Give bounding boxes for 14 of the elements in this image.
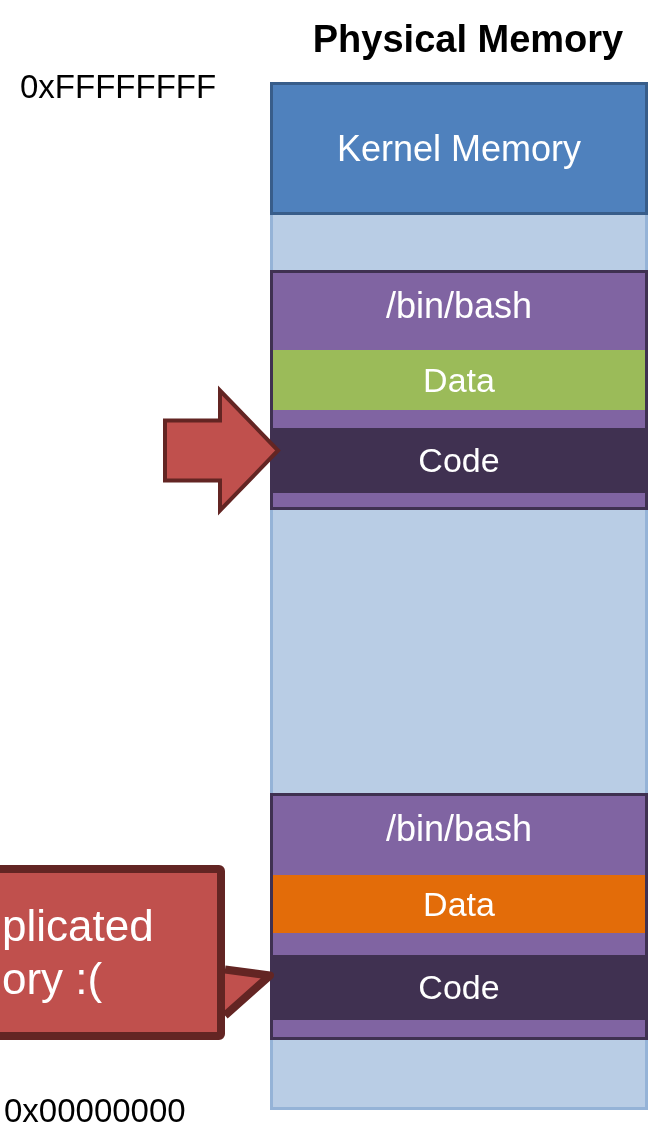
code-segment: Code	[270, 955, 648, 1020]
address-label: 0x00000000	[4, 1091, 186, 1126]
code-segment: Code	[270, 428, 648, 493]
column-heading: Physical Memory	[311, 17, 625, 62]
memory-segment: Kernel Memory	[270, 82, 648, 215]
address-label: 0xFFFFFFFF	[20, 67, 217, 107]
data-segment: Data	[273, 875, 645, 933]
block-arrow	[163, 385, 281, 516]
block-heading: /bin/bash	[384, 284, 534, 328]
block-heading: /bin/bash	[384, 807, 534, 851]
data-segment: Data	[273, 350, 645, 410]
process-block	[270, 270, 648, 510]
process-block	[270, 793, 648, 1040]
callout-box: plicated ory :(	[0, 865, 225, 1040]
